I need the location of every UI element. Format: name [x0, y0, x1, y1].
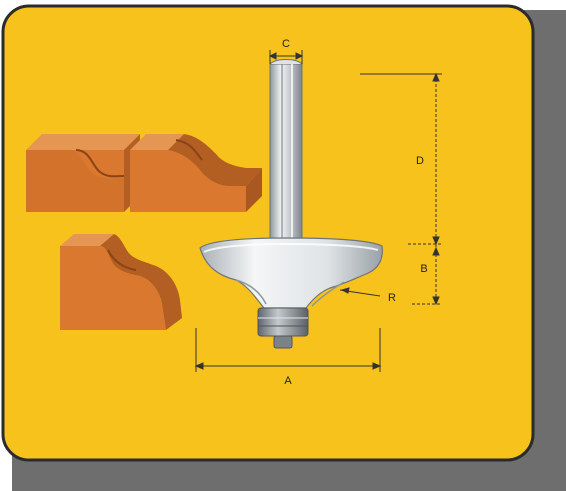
dimension-a-label: A: [284, 375, 292, 387]
dimension-b-label: B: [420, 263, 427, 275]
wood-profile-icon: [130, 134, 262, 212]
dimension-lines: [194, 50, 442, 372]
router-bit-icon: [199, 59, 383, 349]
dimension-c-label: C: [282, 38, 290, 50]
dimension-r-label: R: [388, 292, 396, 304]
wood-profile-icon: [26, 134, 140, 212]
yellow-panel: [1, 4, 535, 462]
dimension-d-label: D: [416, 155, 424, 167]
wood-profile-icon: [60, 234, 182, 330]
